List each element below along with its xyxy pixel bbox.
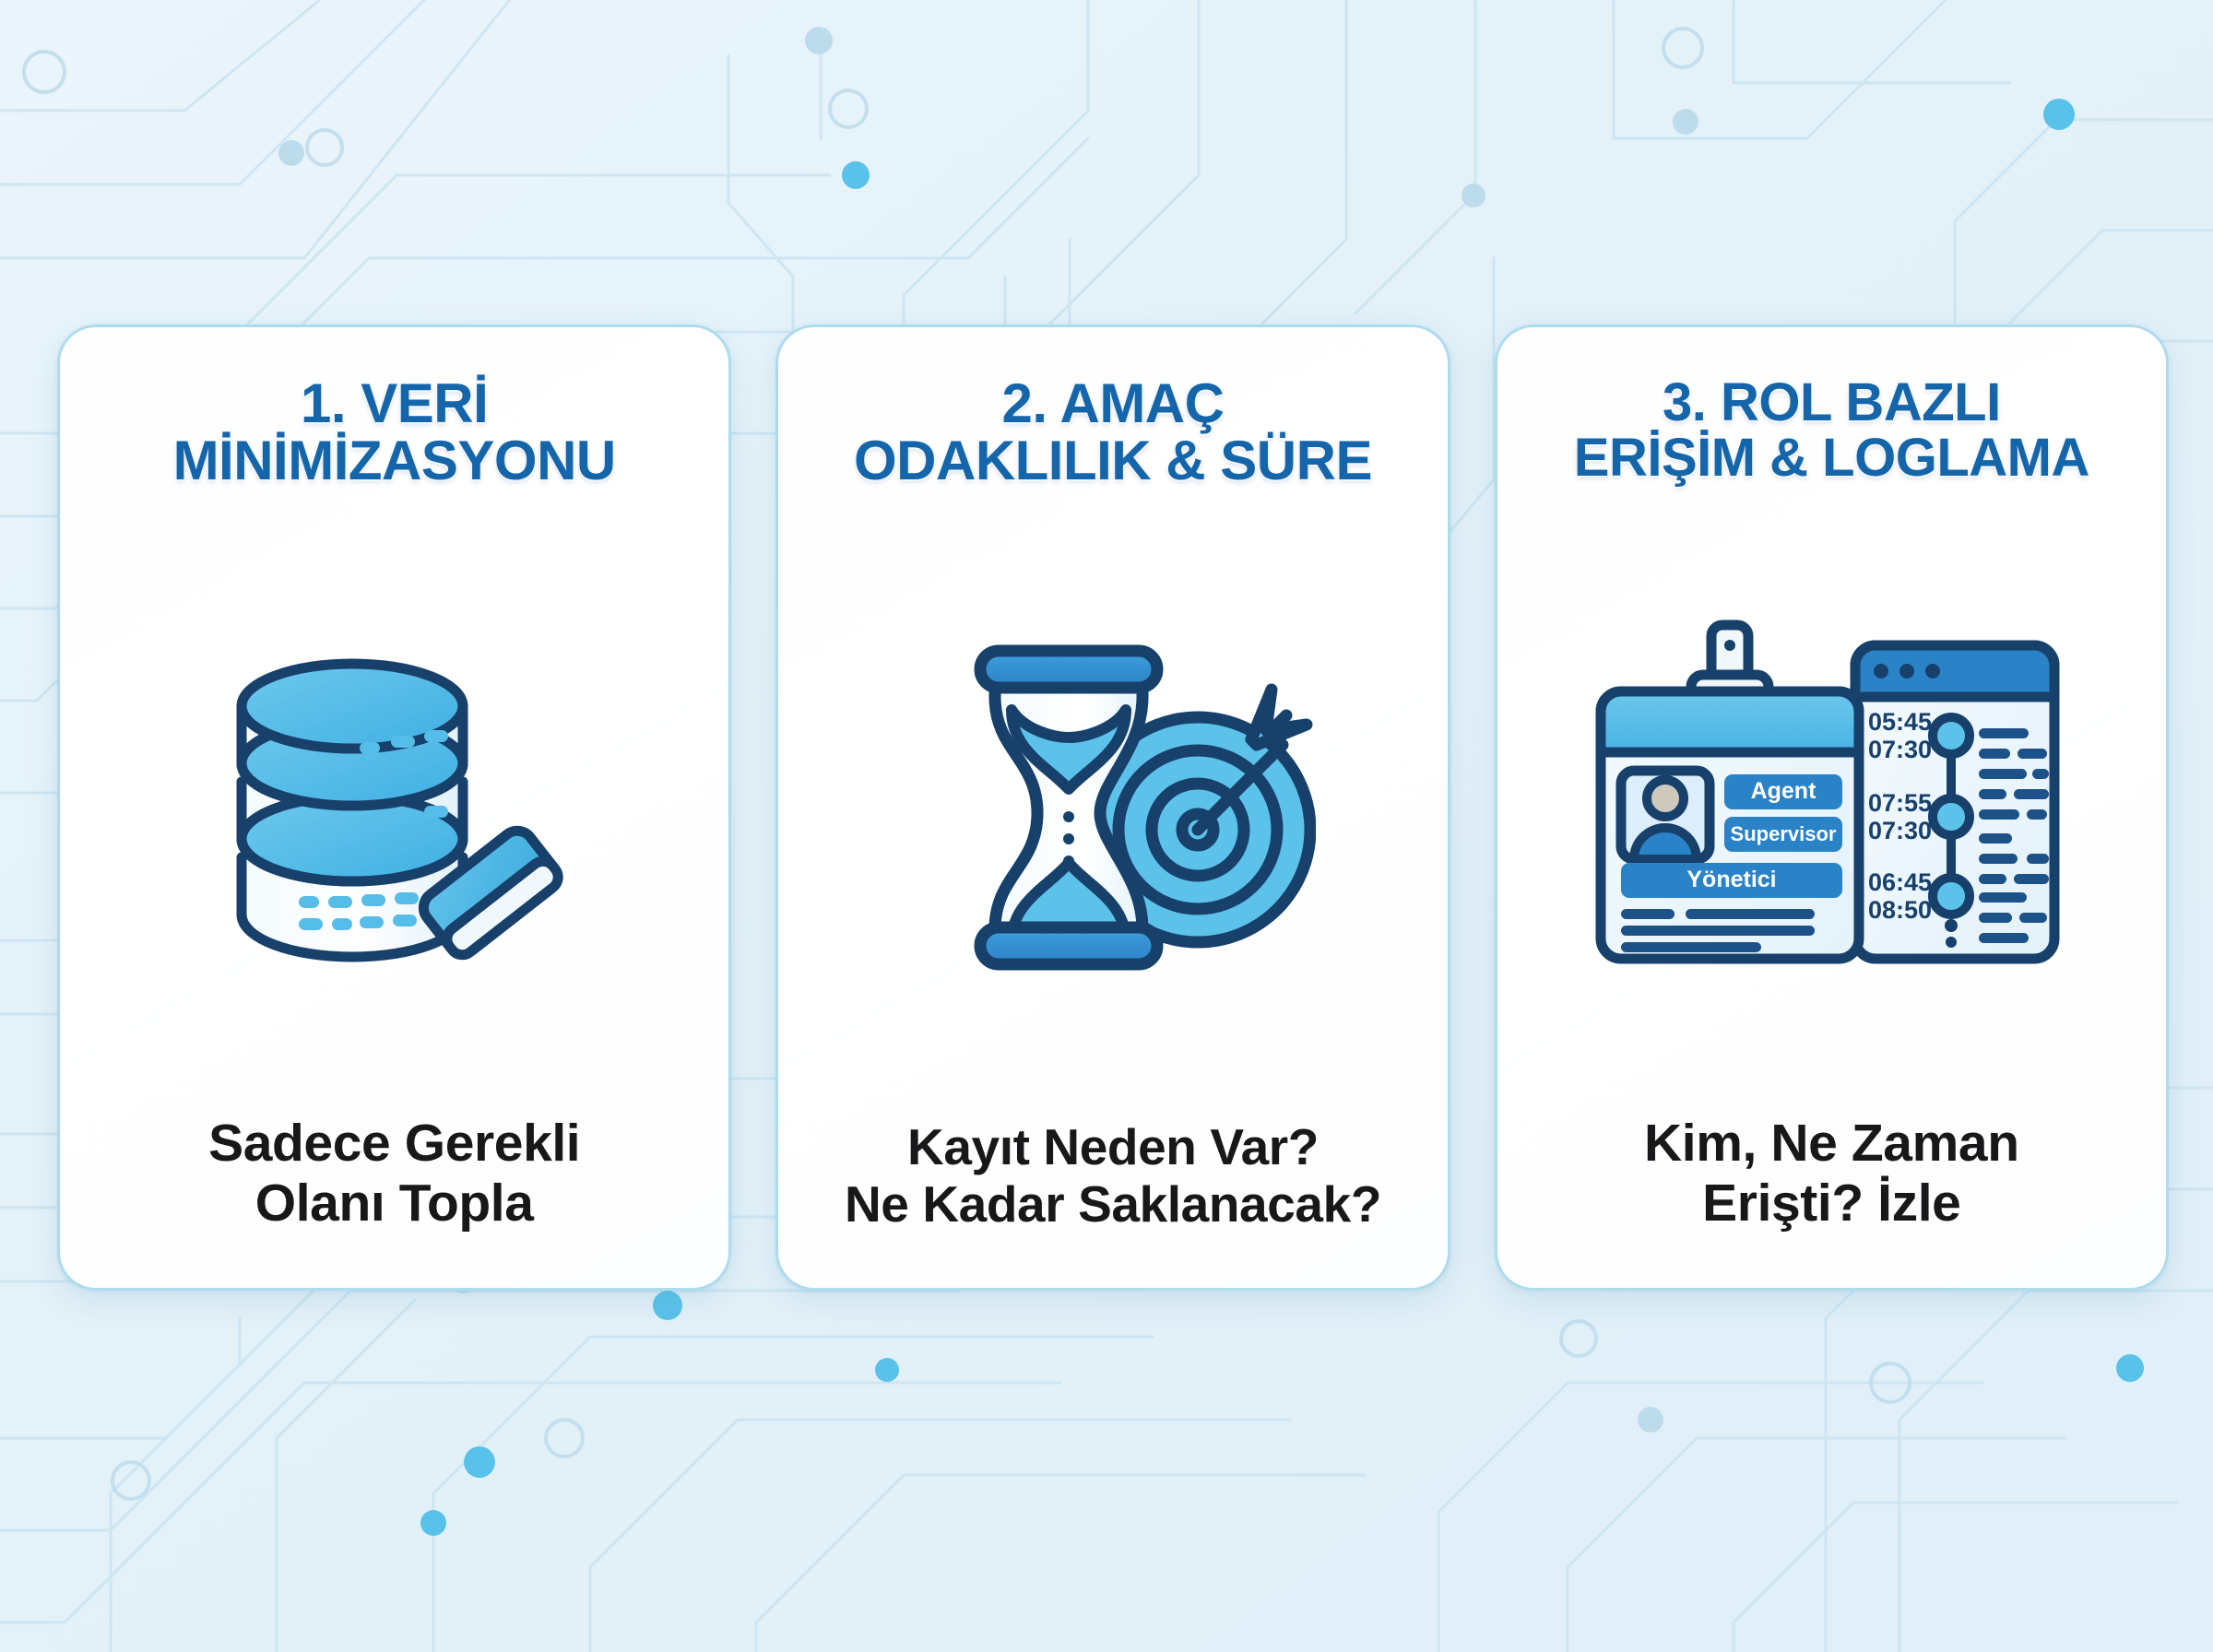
- role-chips: Agent Supervisor Yönetici: [1621, 773, 1843, 898]
- database-eraser-icon: [236, 658, 563, 962]
- card-illustration: 05:45 07:30 07:55 07:30 06:45 08:50: [1525, 487, 2138, 1115]
- log-time-end-3: 08:50: [1868, 896, 1932, 924]
- card-amac-odakliligi[interactable]: 2. AMAÇ ODAKLILIK & SÜRE: [775, 324, 1450, 1291]
- card-caption-line-2: Olanı Topla: [254, 1173, 534, 1233]
- card-caption-line-1: Sadece Gerekli: [208, 1114, 581, 1174]
- card-title: 1. VERİ MİNİMİZASYONU: [88, 372, 701, 492]
- audit-log-panel: 05:45 07:30 07:55 07:30 06:45 08:50: [1850, 640, 2060, 964]
- badge-detail-lines: [1621, 908, 1816, 952]
- card-illustration: [88, 490, 701, 1114]
- hourglass-target-icon: [974, 644, 1316, 971]
- card-title-line-1: 1. VERİ: [301, 372, 489, 434]
- card-caption: Kayıt Neden Var? Ne Kadar Saklanacak?: [806, 1118, 1419, 1236]
- role-chip-agent: Agent: [1751, 778, 1817, 804]
- target-arrow: [1191, 683, 1313, 836]
- card-title-line-2: ERİŞİM & LOGLAMA: [1573, 428, 2090, 489]
- card-title: 3. ROL BAZLI ERİŞİM & LOGLAMA: [1525, 372, 2138, 489]
- card-caption-line-1: Kayıt Neden Var?: [907, 1117, 1319, 1175]
- card-veri-minimizasyonu[interactable]: 1. VERİ MİNİMİZASYONU: [57, 324, 732, 1291]
- log-time-start-2: 07:55: [1868, 789, 1932, 817]
- role-chip-supervisor: Supervisor: [1731, 822, 1837, 845]
- hourglass: [974, 644, 1164, 971]
- card-title: 2. AMAÇ ODAKLILIK & SÜRE: [806, 372, 1419, 492]
- card-title-line-2: MİNİMİZASYONU: [172, 430, 617, 492]
- log-time-end-1: 07:30: [1868, 736, 1932, 763]
- log-timestamps: 05:45 07:30 07:55 07:30 06:45 08:50: [1868, 708, 1932, 924]
- card-caption-line-1: Kim, Ne Zaman: [1644, 1114, 2019, 1174]
- card-title-line-1: 2. AMAÇ: [1001, 372, 1225, 434]
- card-rol-bazli-erisim[interactable]: 3. ROL BAZLI ERİŞİM & LOGLAMA: [1494, 324, 2169, 1291]
- card-caption-line-2: Erişti? İzle: [1702, 1173, 1961, 1233]
- window-dots: [1874, 663, 1941, 678]
- role-chip-yonetici: Yönetici: [1687, 867, 1777, 892]
- id-badge: Agent Supervisor Yönetici: [1595, 620, 1864, 964]
- card-caption-line-2: Ne Kadar Saklanacak?: [844, 1174, 1382, 1233]
- card-illustration: [806, 490, 1419, 1118]
- log-time-start-3: 06:45: [1868, 868, 1932, 896]
- timeline-node: [1928, 712, 1975, 948]
- card-row: 1. VERİ MİNİMİZASYONU: [57, 324, 2169, 1291]
- log-time-start-1: 05:45: [1868, 708, 1932, 736]
- log-time-end-2: 07:30: [1868, 817, 1932, 844]
- log-text-lines: [1979, 727, 2050, 943]
- id-badge-audit-log-icon: 05:45 07:30 07:55 07:30 06:45 08:50: [1595, 620, 2060, 964]
- card-title-line-1: 3. ROL BAZLI: [1662, 372, 2001, 432]
- card-caption: Kim, Ne Zaman Erişti? İzle: [1525, 1114, 2138, 1236]
- card-caption: Sadece Gerekli Olanı Topla: [88, 1114, 701, 1236]
- card-title-line-2: ODAKLILIK & SÜRE: [853, 430, 1373, 492]
